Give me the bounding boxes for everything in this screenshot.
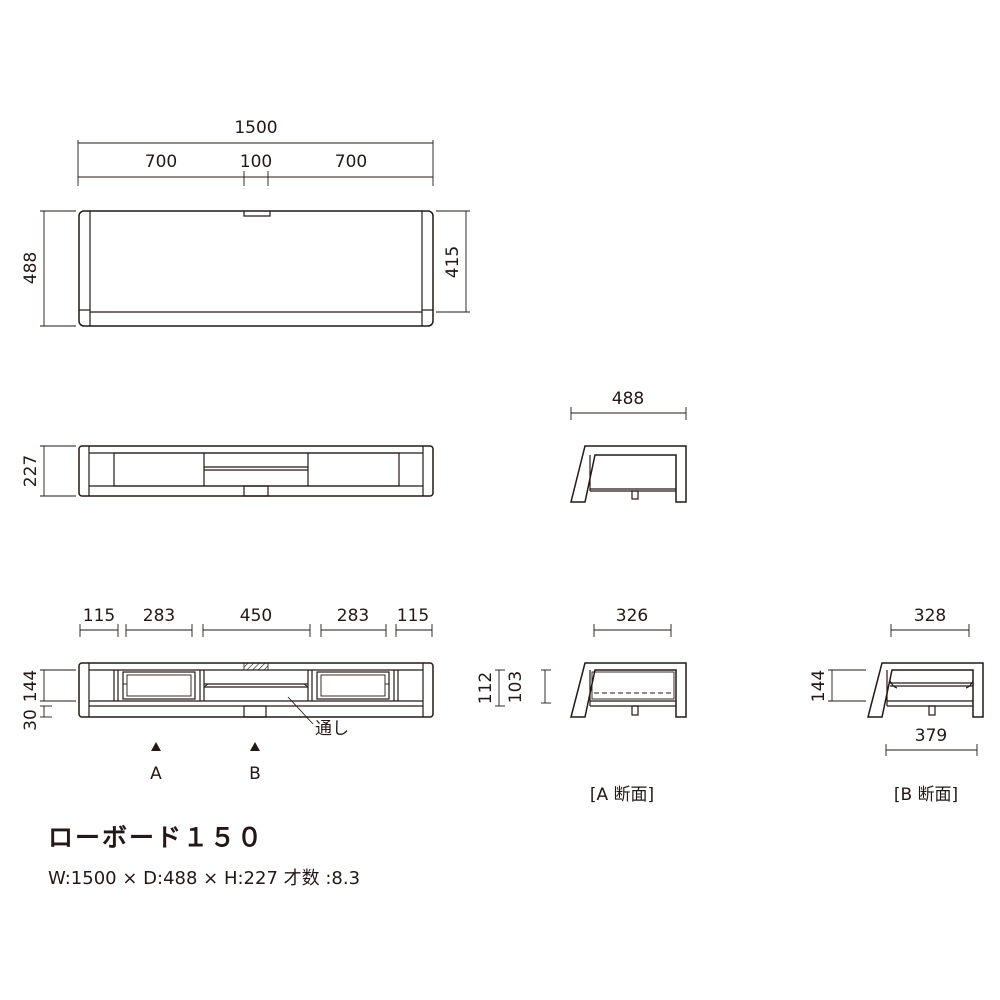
dim-text-227: 227 bbox=[21, 455, 41, 487]
dim-text-326: 326 bbox=[616, 606, 648, 626]
dim-overall-width: 1500 bbox=[77, 118, 434, 186]
through-label: 通し bbox=[315, 719, 349, 739]
dim-text-100: 100 bbox=[240, 152, 272, 172]
dim-segments: 700 100 700 bbox=[78, 152, 433, 186]
front-view-body bbox=[78, 445, 434, 497]
dim-text-488: 488 bbox=[21, 252, 41, 284]
dim-text-103: 103 bbox=[506, 671, 526, 703]
marker-b-arrow bbox=[250, 742, 260, 751]
dim-text-283-right: 283 bbox=[337, 606, 369, 626]
dim-text-415: 415 bbox=[443, 246, 463, 278]
front-section: 115 283 450 283 115 bbox=[21, 606, 434, 784]
section-b-caption: [B 断面] bbox=[894, 785, 958, 805]
dim-height: 227 bbox=[21, 445, 76, 497]
dim-text-115-left: 115 bbox=[83, 606, 115, 626]
marker-a-arrow bbox=[151, 742, 161, 751]
dim-section-heights: 144 30 bbox=[21, 669, 76, 731]
dim-text-283-left: 283 bbox=[143, 606, 175, 626]
section-b-body bbox=[867, 662, 984, 718]
dim-section-b-bottom: 379 bbox=[885, 726, 978, 756]
dim-text-144: 144 bbox=[21, 670, 41, 702]
dim-inner-depth: 415 bbox=[436, 210, 470, 313]
dim-side-depth: 488 bbox=[570, 389, 687, 420]
dim-text-112: 112 bbox=[476, 672, 496, 704]
section-a: 326 112 103 [A 断面] bbox=[476, 606, 687, 805]
dim-section-widths: 115 283 450 283 115 bbox=[79, 606, 433, 637]
dim-section-b-width: 328 bbox=[890, 606, 970, 637]
side-view-body bbox=[570, 445, 687, 503]
section-a-caption: [A 断面] bbox=[590, 785, 654, 805]
dim-text-115-right: 115 bbox=[397, 606, 429, 626]
dim-section-a-heights: 112 103 bbox=[476, 669, 551, 707]
front-view: 227 bbox=[21, 445, 434, 497]
section-a-body bbox=[570, 662, 687, 718]
side-view: 488 bbox=[570, 389, 687, 503]
product-specs: W:1500 × D:488 × H:227 才数 :8.3 bbox=[48, 868, 361, 889]
top-view-body bbox=[78, 210, 434, 327]
front-section-body: 通し bbox=[78, 662, 434, 739]
dim-text-700-right: 700 bbox=[335, 152, 367, 172]
dim-depth: 488 bbox=[21, 210, 76, 327]
dim-text-1500: 1500 bbox=[234, 118, 277, 138]
dim-text-379: 379 bbox=[915, 726, 947, 746]
marker-b-label: B bbox=[249, 764, 261, 784]
dim-text-b-144: 144 bbox=[809, 670, 829, 702]
dim-text-30: 30 bbox=[21, 709, 41, 731]
dim-text-700-left: 700 bbox=[145, 152, 177, 172]
dim-text-side-488: 488 bbox=[612, 389, 644, 409]
marker-a-label: A bbox=[150, 764, 162, 784]
dim-section-b-height: 144 bbox=[809, 669, 866, 702]
dim-text-328: 328 bbox=[914, 606, 946, 626]
product-title: ローボード１５０ bbox=[48, 823, 265, 852]
section-markers: A B bbox=[150, 742, 261, 784]
dim-text-450: 450 bbox=[240, 606, 272, 626]
top-view: 1500 700 100 700 488 bbox=[21, 118, 470, 327]
dim-section-a-width: 326 bbox=[593, 606, 672, 637]
section-b: 328 144 379 [B 断面] bbox=[809, 606, 984, 805]
